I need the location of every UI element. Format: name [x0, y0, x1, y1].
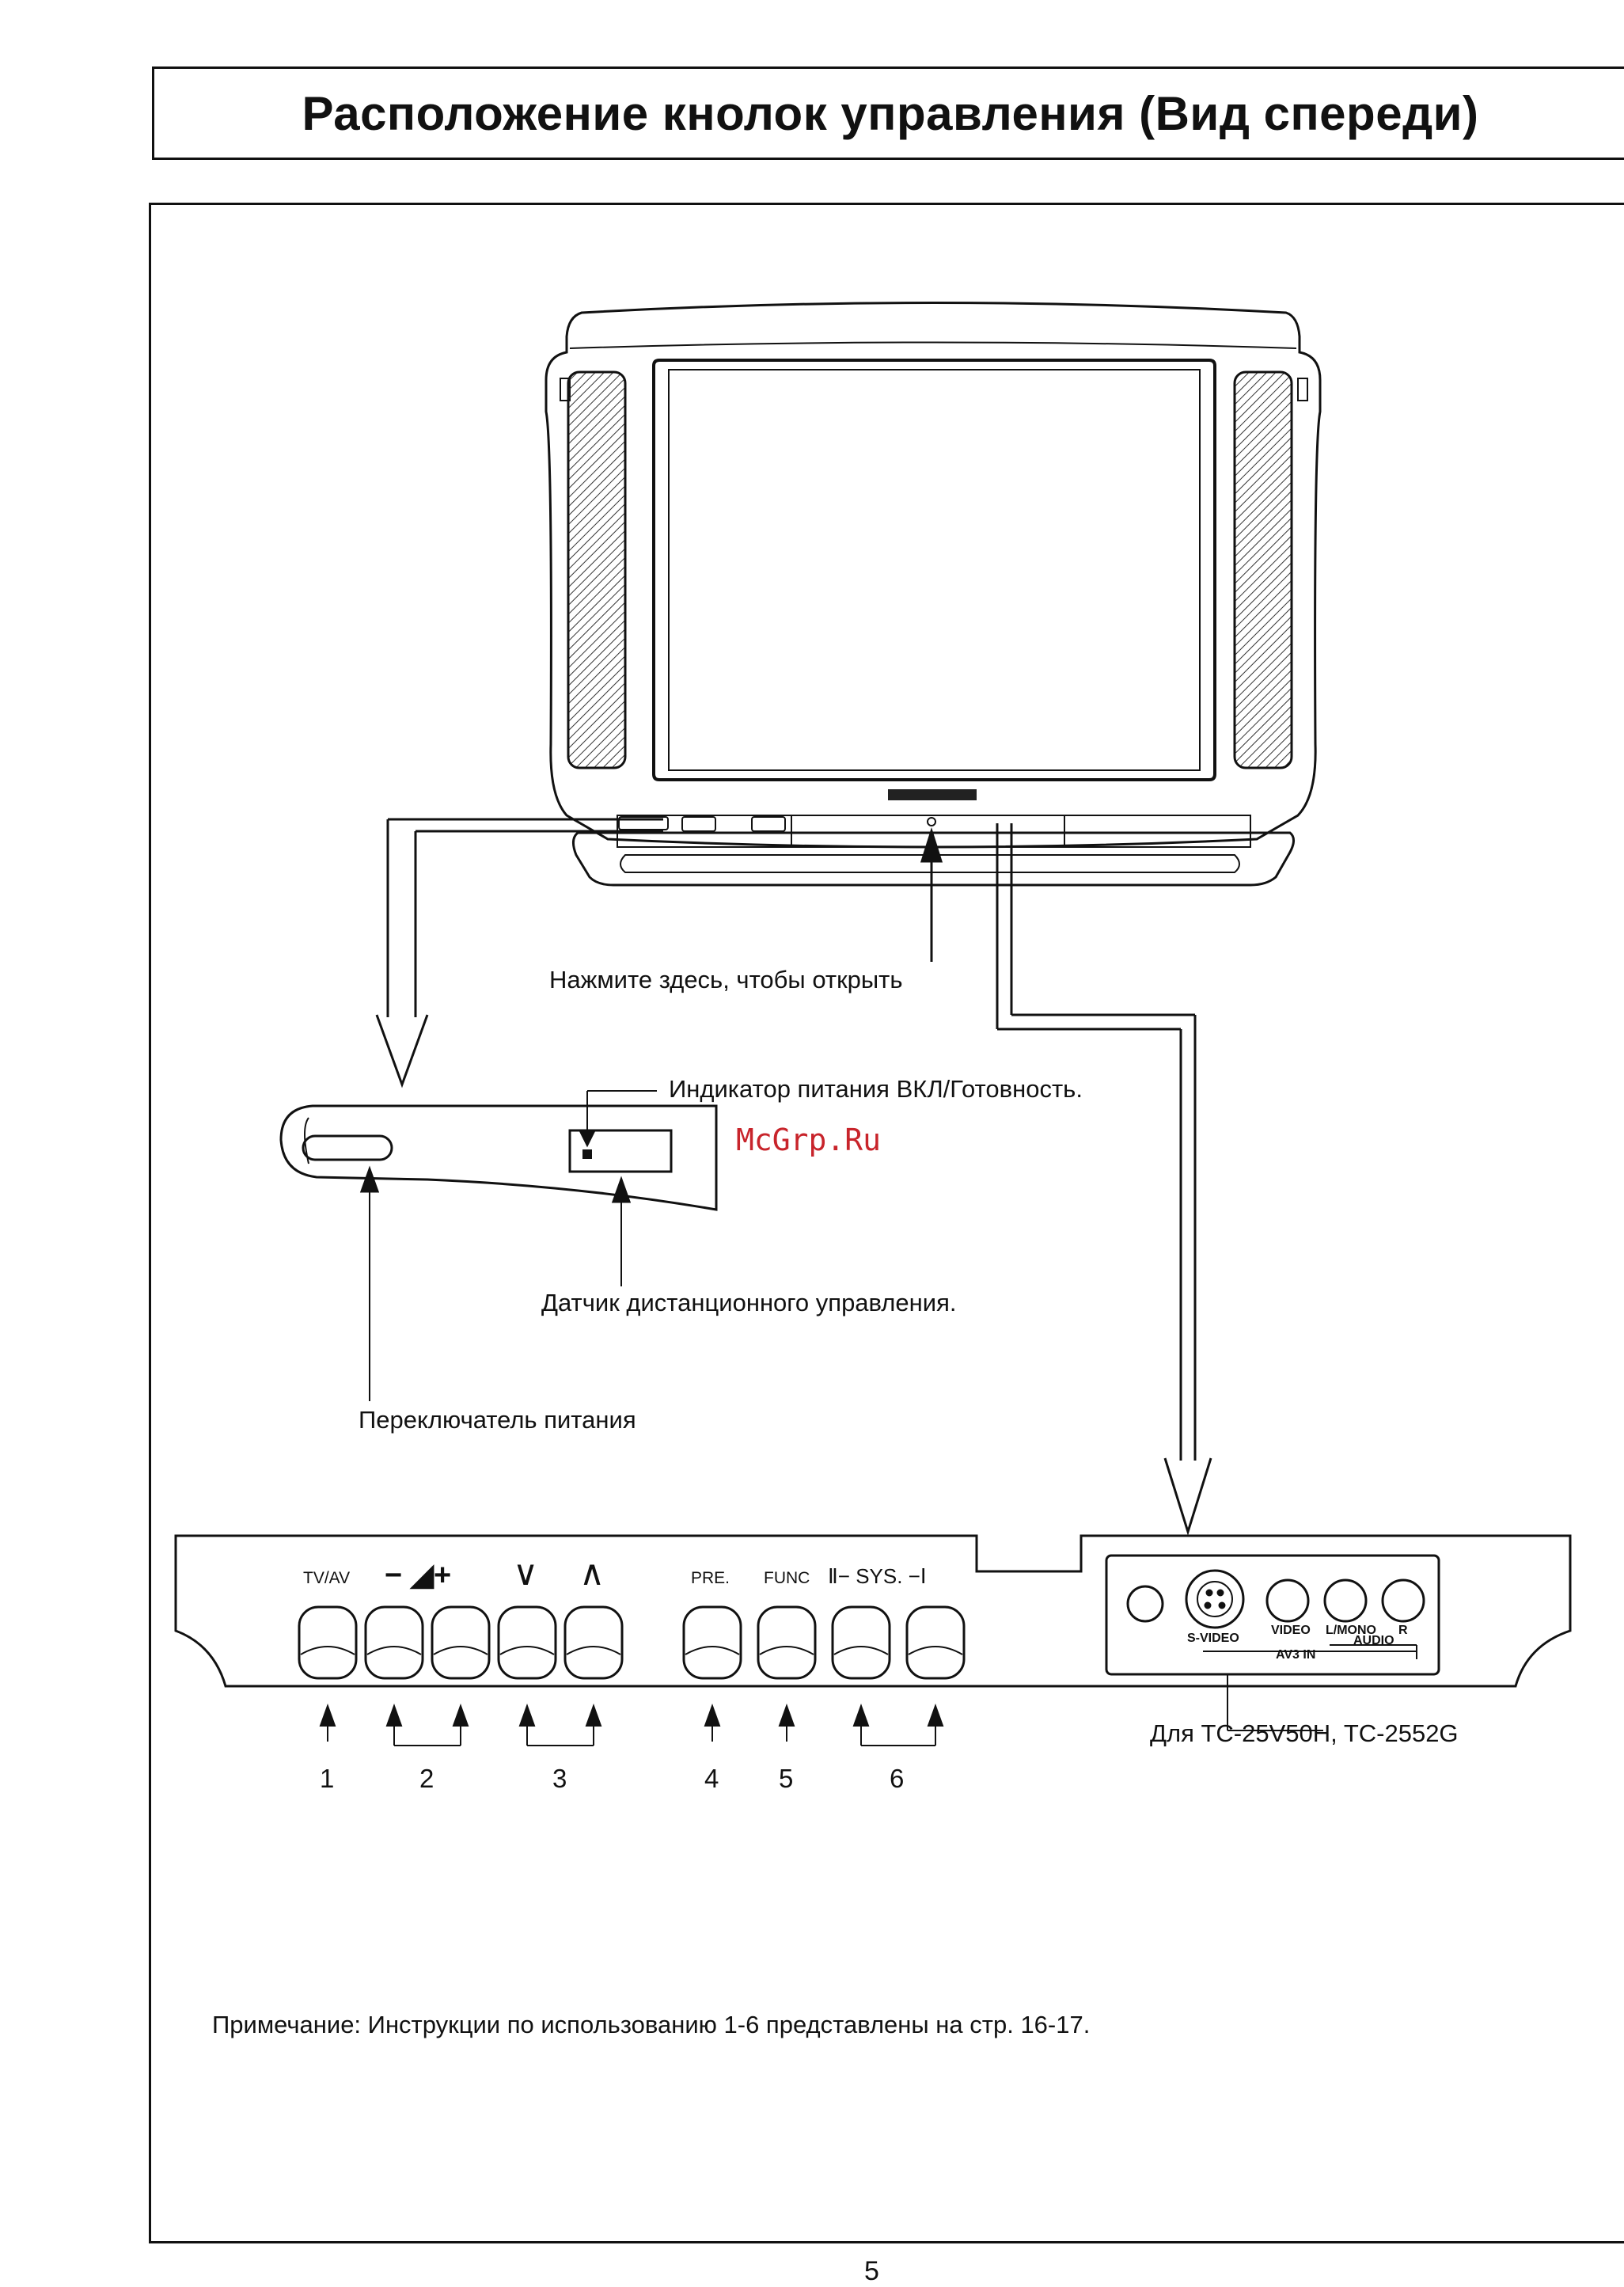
- label-video: VIDEO: [1271, 1624, 1311, 1637]
- label-tv-av: TV/AV: [303, 1569, 351, 1587]
- label-r: R: [1398, 1624, 1408, 1637]
- number-1: 1: [320, 1764, 335, 1793]
- headphone-jack[interactable]: [1126, 1585, 1164, 1623]
- r-audio-jack[interactable]: [1381, 1578, 1425, 1623]
- power-switch[interactable]: [302, 1134, 393, 1161]
- press-to-open-pointer: [920, 827, 943, 962]
- brand-logo: [888, 789, 977, 800]
- label-l-mono: L/MONO: [1326, 1624, 1376, 1637]
- label-channel-up: ∧: [579, 1554, 605, 1593]
- number-6: 6: [890, 1764, 905, 1793]
- s-video-jack[interactable]: [1185, 1569, 1245, 1629]
- label-audio: AUDIO: [1353, 1634, 1394, 1647]
- label-sys: Ⅱ− SYS. −Ⅰ: [828, 1564, 927, 1588]
- button-pointers: [319, 1704, 944, 1746]
- label-av3-in: AV3 IN: [1276, 1648, 1316, 1662]
- button-channel-up[interactable]: [563, 1605, 624, 1680]
- video-jack[interactable]: [1265, 1578, 1310, 1623]
- button-volume-minus[interactable]: [364, 1605, 424, 1680]
- label-pre: PRE.: [691, 1569, 730, 1587]
- press-to-open-label: Нажмите здесь, чтобы открыть: [549, 966, 903, 993]
- button-pre[interactable]: [682, 1605, 742, 1680]
- note-text: Примечание: Инструкции по использованию …: [212, 2011, 1091, 2038]
- button-tv-av[interactable]: [298, 1605, 358, 1680]
- left-speaker: [567, 370, 627, 769]
- label-func: FUNC: [764, 1569, 810, 1587]
- diagram-frame: [149, 203, 1624, 2243]
- button-channel-down[interactable]: [497, 1605, 557, 1680]
- tv-set: [544, 302, 1322, 887]
- number-5: 5: [779, 1764, 794, 1793]
- button-sys-i[interactable]: [905, 1605, 966, 1680]
- arrow-to-control-strip: [375, 818, 663, 1088]
- right-speaker: [1233, 370, 1293, 769]
- av3-input-panel: [1105, 1554, 1440, 1676]
- page-number: 5: [864, 2256, 879, 2286]
- number-2: 2: [419, 1764, 434, 1793]
- remote-sensor-label: Датчик дистанционного управления.: [541, 1289, 957, 1316]
- control-strip-detail: [279, 1090, 718, 1401]
- power-indicator-led: [582, 1149, 592, 1159]
- label-volume: − ◢+: [385, 1559, 452, 1592]
- watermark: McGrp.Ru: [736, 1123, 882, 1157]
- page-title: Расположение кнолок управления (Вид спер…: [302, 86, 1479, 140]
- l-mono-jack[interactable]: [1323, 1578, 1368, 1623]
- for-models-label: Для TC-25V50H, TC-2552G: [1150, 1719, 1459, 1747]
- power-switch-label: Переключатель питания: [359, 1406, 636, 1434]
- button-volume-plus[interactable]: [431, 1605, 491, 1680]
- number-3: 3: [552, 1764, 567, 1793]
- label-channel-down: ∨: [513, 1554, 539, 1593]
- button-func[interactable]: [757, 1605, 817, 1680]
- power-indicator-label: Индикатор питания ВКЛ/Готовность.: [669, 1075, 1083, 1103]
- label-s-video: S-VIDEO: [1187, 1632, 1239, 1645]
- button-sys-ii[interactable]: [831, 1605, 891, 1680]
- title-box: Расположение кнолок управления (Вид спер…: [152, 66, 1624, 160]
- remote-sensor-window: [568, 1129, 673, 1173]
- number-4: 4: [704, 1764, 719, 1793]
- arrow-to-av-panel: [996, 823, 1212, 1537]
- front-control-panel: [174, 1534, 1572, 1731]
